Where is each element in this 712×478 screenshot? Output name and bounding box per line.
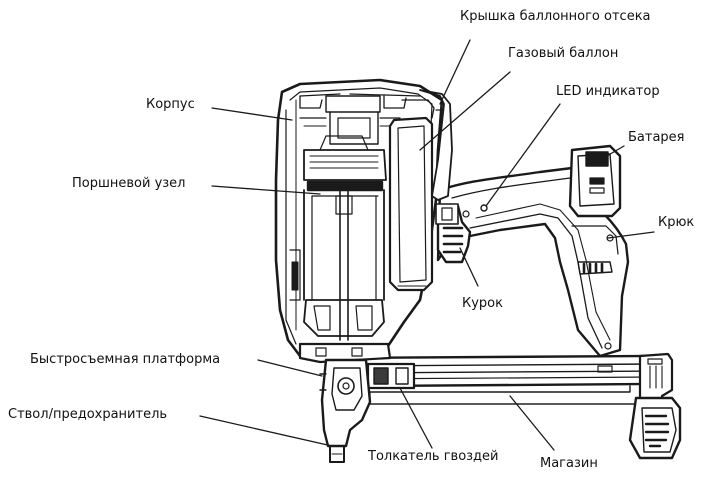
leader-lines [199,39,655,451]
cylinder-cover [419,89,453,201]
gas-cylinder [388,99,435,292]
leader-platform [257,359,323,377]
leader-battery [599,145,625,161]
label-body: Корпус [146,97,195,112]
label-magazine: Магазин [540,456,598,471]
leader-hook [607,231,655,239]
leader-gas-cylinder [419,71,511,151]
leader-cylinder-cover [439,39,471,105]
piston-unit [289,135,387,341]
leader-barrel [199,415,333,447]
leader-trigger [459,247,479,287]
label-barrel-safety: Ствол/предохранитель [8,407,168,422]
magazine-end-cap [628,352,682,460]
label-gas-cylinder: Газовый баллон [508,46,619,61]
label-led-indicator: LED индикатор [556,84,660,99]
trigger [435,203,472,264]
label-cylinder-cover: Крышка баллонного отсека [460,9,651,24]
barrel-safety [319,358,372,463]
battery [568,144,622,218]
leader-pusher [399,387,433,449]
nail-pusher [366,362,416,390]
leader-piston [211,185,321,195]
label-piston-unit: Поршневой узел [72,176,186,191]
leader-led [485,103,561,207]
label-hook: Крюк [658,215,695,230]
label-battery: Батарея [628,130,685,145]
leader-body [211,107,293,121]
label-trigger: Курок [462,296,503,311]
leader-magazine [509,395,555,451]
led-indicator [480,204,488,212]
label-nail-pusher: Толкатель гвоздей [368,449,499,464]
label-quick-release-platform: Быстросъемная платформа [30,352,221,367]
